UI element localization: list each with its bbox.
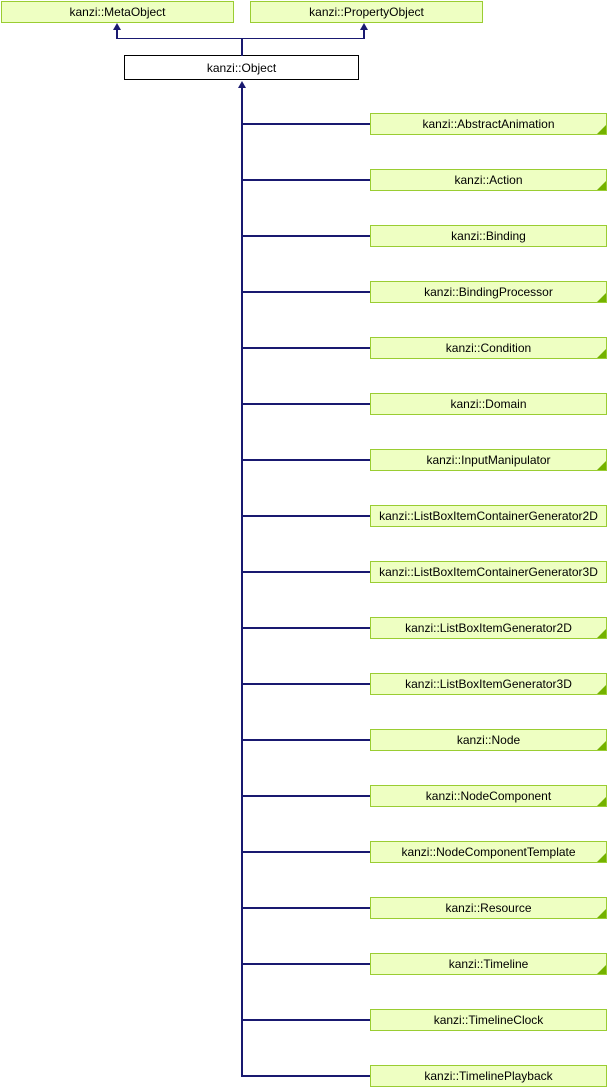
- derived-classes-marker: [597, 685, 606, 694]
- class-node-kanzi-binding[interactable]: kanzi::Binding: [370, 225, 607, 247]
- inheritance-edge: [241, 907, 370, 909]
- inheritance-arrowhead: [360, 23, 368, 30]
- class-node-kanzi-timeline[interactable]: kanzi::Timeline: [370, 953, 607, 975]
- derived-classes-marker: [597, 909, 606, 918]
- class-node-kanzi-listboxitemcontainergenerator2d[interactable]: kanzi::ListBoxItemContainerGenerator2D: [370, 505, 607, 527]
- inheritance-edge: [363, 29, 365, 39]
- class-node-kanzi-inputmanipulator[interactable]: kanzi::InputManipulator: [370, 449, 607, 471]
- class-node-label: kanzi::Resource: [445, 901, 532, 915]
- derived-classes-marker: [597, 181, 606, 190]
- class-node-kanzi-abstractanimation[interactable]: kanzi::AbstractAnimation: [370, 113, 607, 135]
- class-node-kanzi-bindingprocessor[interactable]: kanzi::BindingProcessor: [370, 281, 607, 303]
- class-node-label: kanzi::InputManipulator: [426, 453, 551, 467]
- inheritance-edge: [241, 37, 243, 56]
- class-node-label: kanzi::Domain: [450, 397, 527, 411]
- derived-classes-marker: [597, 125, 606, 134]
- derived-classes-marker: [597, 629, 606, 638]
- class-node-label: kanzi::Node: [456, 733, 521, 747]
- class-node-kanzi-domain[interactable]: kanzi::Domain: [370, 393, 607, 415]
- inheritance-edge: [241, 1075, 370, 1077]
- class-node-label: kanzi::ListBoxItemGenerator3D: [405, 677, 572, 691]
- class-node-label: kanzi::NodeComponentTemplate: [401, 845, 576, 859]
- class-node-kanzi-object[interactable]: kanzi::Object: [124, 55, 359, 80]
- class-node-label: kanzi::MetaObject: [69, 5, 166, 19]
- class-node-kanzi-listboxitemgenerator3d[interactable]: kanzi::ListBoxItemGenerator3D: [370, 673, 607, 695]
- class-node-label: kanzi::TimelinePlayback: [424, 1069, 553, 1083]
- inheritance-edge: [241, 347, 370, 349]
- class-node-kanzi-action[interactable]: kanzi::Action: [370, 169, 607, 191]
- inheritance-edge: [241, 683, 370, 685]
- class-node-label: kanzi::Action: [454, 173, 523, 187]
- class-node-label: kanzi::PropertyObject: [309, 5, 424, 19]
- inheritance-edge: [241, 515, 370, 517]
- inheritance-edge: [241, 1019, 370, 1021]
- class-node-label: kanzi::ListBoxItemGenerator2D: [405, 621, 572, 635]
- class-node-kanzi-nodecomponent[interactable]: kanzi::NodeComponent: [370, 785, 607, 807]
- inheritance-spine: [241, 87, 243, 1077]
- inheritance-edge: [241, 403, 370, 405]
- derived-classes-marker: [597, 853, 606, 862]
- derived-classes-marker: [597, 293, 606, 302]
- class-node-kanzi-metaobject[interactable]: kanzi::MetaObject: [1, 1, 234, 23]
- class-node-label: kanzi::ListBoxItemContainerGenerator3D: [379, 565, 598, 579]
- class-node-kanzi-listboxitemgenerator2d[interactable]: kanzi::ListBoxItemGenerator2D: [370, 617, 607, 639]
- class-node-kanzi-timelineclock[interactable]: kanzi::TimelineClock: [370, 1009, 607, 1031]
- inheritance-edge: [116, 29, 118, 39]
- inheritance-edge: [241, 571, 370, 573]
- derived-classes-marker: [597, 461, 606, 470]
- inheritance-edge: [241, 795, 370, 797]
- class-node-label: kanzi::Timeline: [448, 957, 529, 971]
- derived-classes-marker: [597, 965, 606, 974]
- derived-classes-marker: [597, 797, 606, 806]
- class-node-label: kanzi::AbstractAnimation: [422, 117, 555, 131]
- inheritance-arrowhead: [238, 81, 246, 88]
- inheritance-edge: [241, 235, 370, 237]
- inheritance-arrowhead: [113, 23, 121, 30]
- class-node-label: kanzi::Condition: [445, 341, 532, 355]
- class-node-kanzi-propertyobject[interactable]: kanzi::PropertyObject: [250, 1, 483, 23]
- inheritance-edge: [241, 179, 370, 181]
- class-node-label: kanzi::Object: [206, 60, 277, 75]
- class-node-label: kanzi::BindingProcessor: [424, 285, 553, 299]
- inheritance-edge: [116, 37, 364, 39]
- inheritance-edge: [241, 459, 370, 461]
- class-node-kanzi-listboxitemcontainergenerator3d[interactable]: kanzi::ListBoxItemContainerGenerator3D: [370, 561, 607, 583]
- inheritance-edge: [241, 963, 370, 965]
- derived-classes-marker: [597, 741, 606, 750]
- class-node-label: kanzi::Binding: [451, 229, 526, 243]
- class-node-kanzi-node[interactable]: kanzi::Node: [370, 729, 607, 751]
- inheritance-edge: [241, 739, 370, 741]
- derived-classes-marker: [597, 349, 606, 358]
- class-node-label: kanzi::NodeComponent: [425, 789, 552, 803]
- inheritance-edge: [241, 123, 370, 125]
- class-node-label: kanzi::ListBoxItemContainerGenerator2D: [379, 509, 598, 523]
- class-node-kanzi-timelineplayback[interactable]: kanzi::TimelinePlayback: [370, 1065, 607, 1087]
- class-node-kanzi-resource[interactable]: kanzi::Resource: [370, 897, 607, 919]
- class-node-kanzi-condition[interactable]: kanzi::Condition: [370, 337, 607, 359]
- class-node-kanzi-nodecomponenttemplate[interactable]: kanzi::NodeComponentTemplate: [370, 841, 607, 863]
- class-node-label: kanzi::TimelineClock: [433, 1013, 544, 1027]
- inheritance-edge: [241, 627, 370, 629]
- inheritance-edge: [241, 851, 370, 853]
- inheritance-edge: [241, 291, 370, 293]
